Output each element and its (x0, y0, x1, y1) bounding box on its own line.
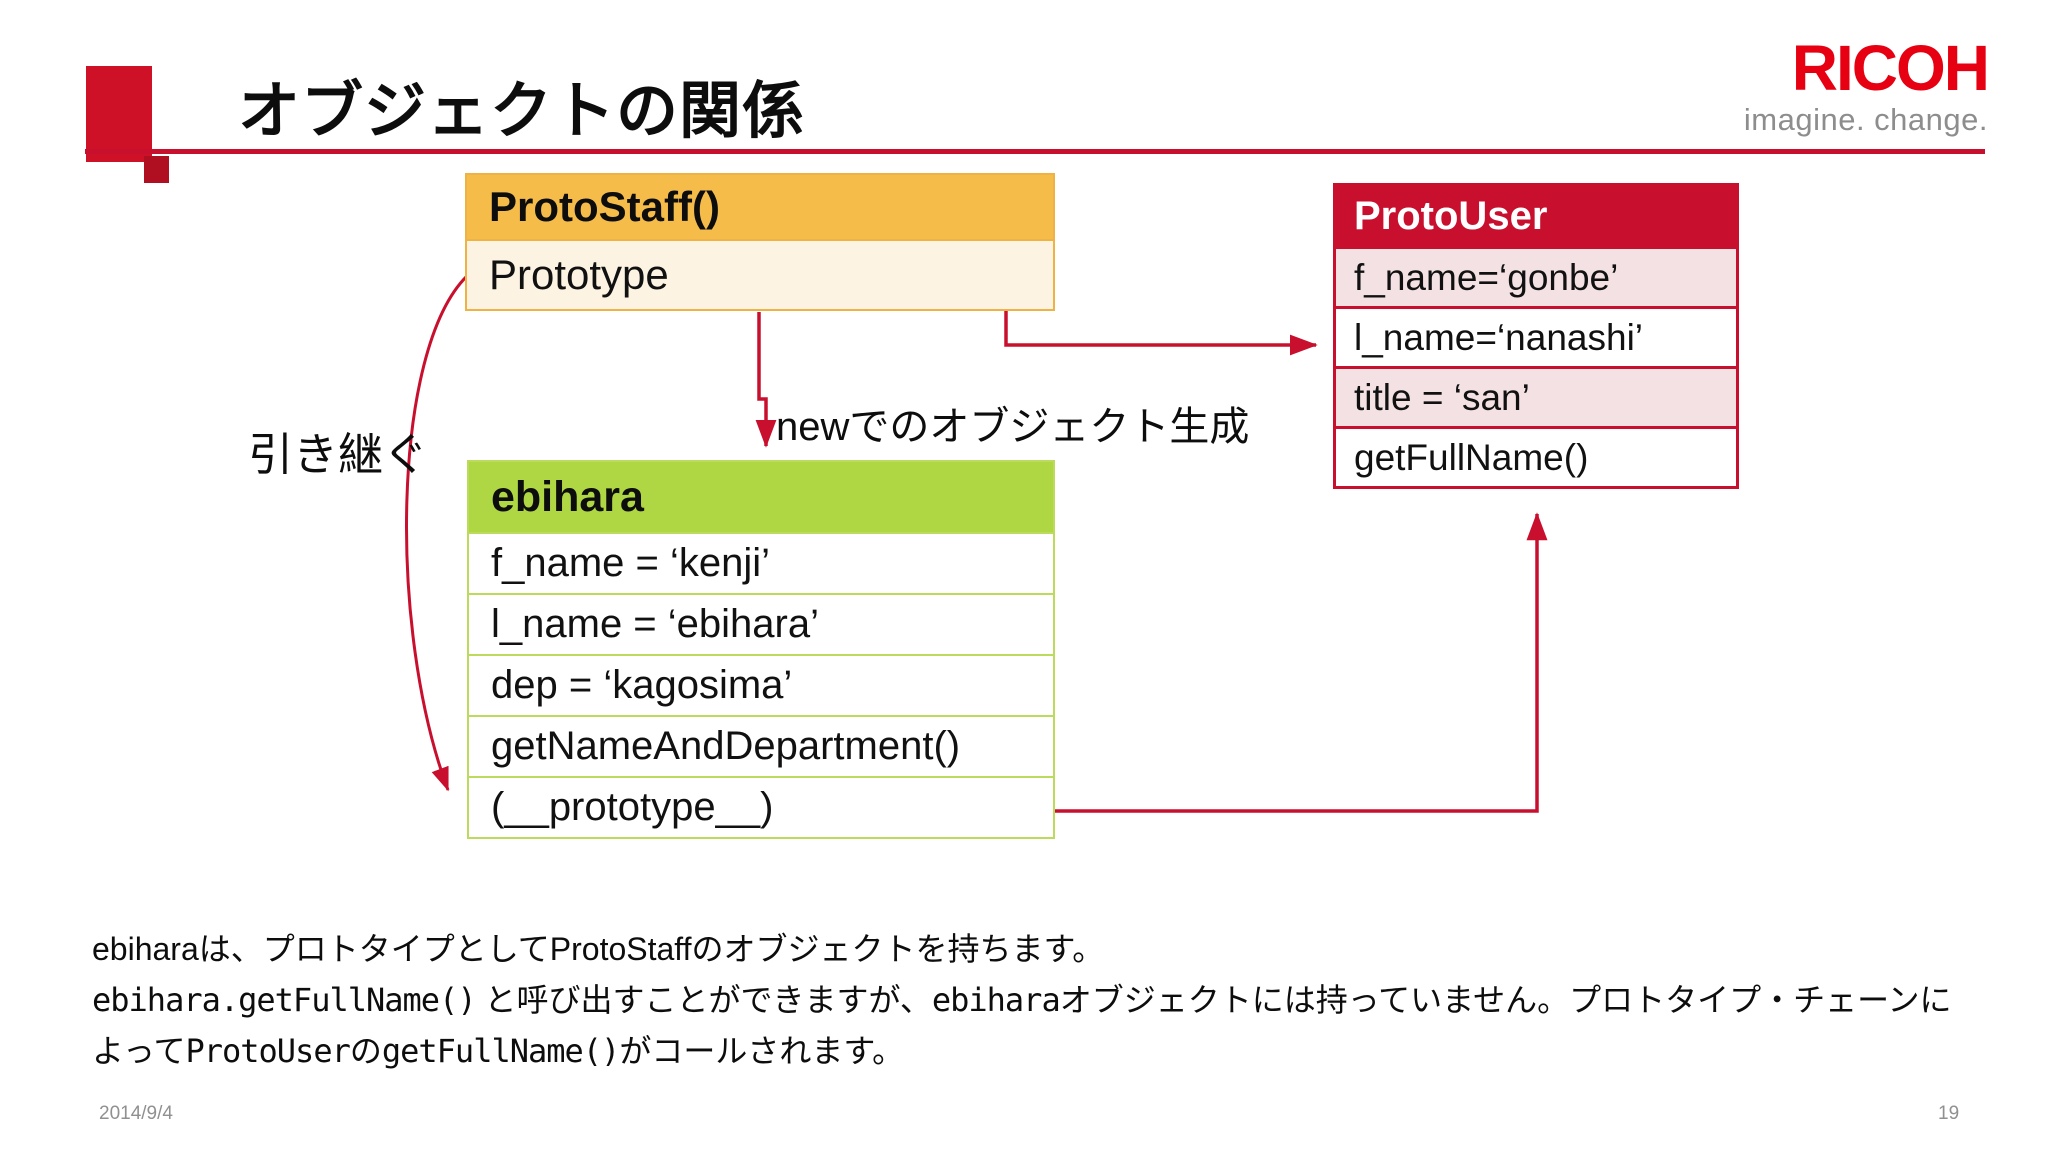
note-line: ebiharaは、プロトタイプとしてProtoStaffのオブジェクトを持ちます… (92, 924, 1992, 975)
protouser-row-title: title = ‘san’ (1336, 366, 1736, 426)
ebihara-header: ebihara (469, 462, 1053, 532)
note-line: ebihara.getFullName() と呼び出すことができますが、ebih… (92, 975, 1992, 1026)
note-text-segment: の (349, 1033, 382, 1069)
note-line: よってProtoUserのgetFullName()がコールされます。 (92, 1026, 1992, 1077)
new-object-label: newでのオブジェクト生成 (776, 405, 1250, 449)
protouser-header: ProtoUser (1336, 186, 1736, 246)
protostaff-box: ProtoStaff() Prototype (465, 173, 1055, 311)
inherit-label: 引き継ぐ (248, 429, 429, 480)
ricoh-logo-text: RICOH (1791, 32, 1990, 104)
note-text-segment: がコールされます。 (619, 1033, 905, 1069)
protostaff-header: ProtoStaff() (467, 175, 1053, 239)
protouser-row-fname: f_name=‘gonbe’ (1336, 246, 1736, 306)
ebihara-row-lname: l_name = ‘ebihara’ (469, 593, 1053, 654)
ricoh-tagline: imagine. change. (1743, 102, 1988, 137)
ricoh-logo: RICOH imagine. change. (1700, 32, 1990, 138)
title-marker-accent (144, 156, 169, 183)
ebihara-row-prototype: (__prototype__) (469, 776, 1053, 837)
footer-date: 2014/9/4 (99, 1103, 173, 1124)
notes-block: ebiharaは、プロトタイプとしてProtoStaffのオブジェクトを持ちます… (92, 924, 1992, 1077)
note-text-segment: オブジェクトには持っていません。プロトタイプ・チェーンに (1059, 982, 1952, 1018)
footer-page-number: 19 (1938, 1103, 1960, 1124)
page-title: オブジェクトの関係 (238, 77, 806, 146)
note-text-segment: getFullName() (381, 1032, 620, 1070)
arrow-new-object (755, 312, 777, 448)
note-text-segment: と呼び出すことができますが、 (475, 982, 932, 1018)
ebihara-row-dep: dep = ‘kagosima’ (469, 654, 1053, 715)
ebihara-row-fname: f_name = ‘kenji’ (469, 532, 1053, 593)
note-text-segment: よって (92, 1033, 186, 1069)
ebihara-row-getnameanddepartment: getNameAndDepartment() (469, 715, 1053, 776)
note-text-segment: ProtoUser (185, 1032, 350, 1070)
ebihara-box: ebihara f_name = ‘kenji’ l_name = ‘ebiha… (467, 460, 1055, 839)
note-text-segment: ebiharaは、プロトタイプとしてProtoStaffのオブジェクトを持ちます… (92, 931, 1105, 967)
protouser-box: ProtoUser f_name=‘gonbe’ l_name=‘nanashi… (1333, 183, 1739, 489)
note-text-segment: ebihara.getFullName() (92, 981, 477, 1019)
title-underline (85, 149, 1985, 154)
protouser-row-lname: l_name=‘nanashi’ (1336, 306, 1736, 366)
arrow-inherit-curve (405, 274, 469, 792)
protostaff-row-prototype: Prototype (467, 239, 1053, 309)
note-text-segment: ebihara (931, 981, 1061, 1019)
protouser-row-getfullname: getFullName() (1336, 426, 1736, 486)
title-marker (86, 66, 152, 162)
